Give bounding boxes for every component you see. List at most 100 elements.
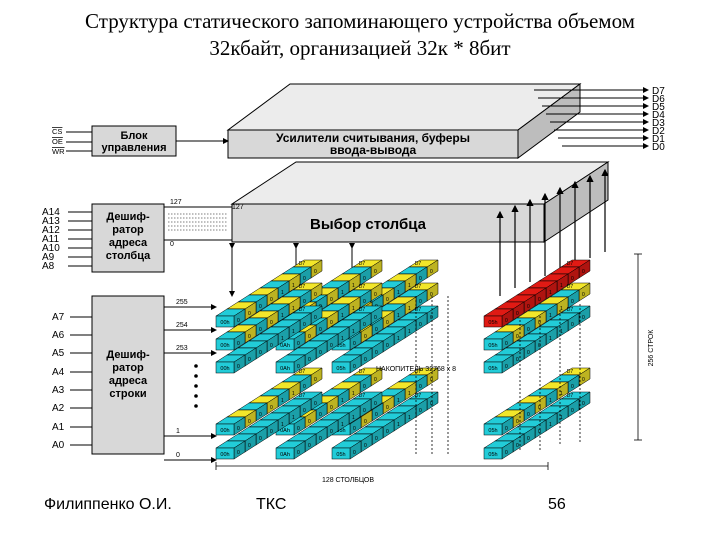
stack-r4-c1-cell-3-bit: 0 xyxy=(330,429,333,435)
row-decoder-line-3: адреса xyxy=(109,375,148,387)
stack-r2-c0-cell-2-bit: 0 xyxy=(259,350,262,356)
stack-r4-c1-cell-6-bit: 0 xyxy=(363,408,366,414)
stack-r3-c1-cell-4-bit: 1 xyxy=(341,398,344,404)
stack-r1-c3-cell-6-bit: 0 xyxy=(571,299,574,305)
stack-r2-c1-top-bit: D7 xyxy=(359,307,366,313)
row-decoder-line-2: ратор xyxy=(112,362,144,374)
stack-r4-c3-top-bit: D7 xyxy=(567,393,574,399)
stack-r0-c0-cell-0-value: 00h xyxy=(220,320,229,326)
stack-r3-c3-top-bit: D7 xyxy=(567,369,574,375)
column-select-block: Выбор столбца 127 xyxy=(230,161,610,243)
stack-r3-c3-cell-5-bit: 1 xyxy=(560,391,563,397)
stack-r0-c2-cell-7-bit: 0 xyxy=(430,269,433,275)
stack-r3-c1-cell-6-bit: 0 xyxy=(363,384,366,390)
stack-r0-c1-cell-7-bit: 0 xyxy=(374,269,377,275)
stack-r0-c0-cell-4-bit: 1 xyxy=(281,290,284,296)
stack-r4-c2-cell-0-bit: 0 xyxy=(353,450,356,456)
row-line-1-label: 1 xyxy=(176,428,180,435)
col-addr-a13: A13 xyxy=(42,216,60,227)
stack-r3-c0-cell-0-value: 00h xyxy=(220,428,229,434)
stack-r1-c1-cell-6-bit: 0 xyxy=(363,299,366,305)
row-addr-a4: A4 xyxy=(52,367,65,378)
stack-r3-c1-cell-0-value: 0Ah xyxy=(280,428,290,434)
row-line-253-label: 253 xyxy=(176,345,188,352)
stack-r1-c1-cell-5-bit: 1 xyxy=(352,306,355,312)
row-addr-a0: A0 xyxy=(52,440,65,451)
stack-r1-c0-cell-0-value: 00h xyxy=(220,343,229,349)
data-line-d6-label: D6 xyxy=(652,94,665,105)
columns-dimension: 128 СТОЛБЦОВ xyxy=(215,462,549,484)
stack-r2-c3-cell-2-bit: 0 xyxy=(527,350,530,356)
col-addr-a10: A10 xyxy=(42,243,60,254)
stack-r3-c0-cell-4-bit: 1 xyxy=(281,398,284,404)
stack-r1-c1-cell-1-bit: 0 xyxy=(308,334,311,340)
data-line-d5: D5 xyxy=(542,102,665,113)
stack-r2-c2-cell-1-bit: 0 xyxy=(364,357,367,363)
row-decoder-block xyxy=(91,295,165,455)
data-line-d6: D6 xyxy=(538,94,665,105)
stack-r2-c1-cell-0-value: 0Ah xyxy=(280,366,290,372)
stack-r3-c2-cell-3-bit: 0 xyxy=(386,405,389,411)
stack-r0-c3-cell-0-value: 05h xyxy=(488,320,497,326)
control-unit: CS OE WR Блок управления xyxy=(52,125,229,157)
stack-r2-c2-cell-0-bit: 0 xyxy=(353,364,356,370)
stack-r4-c3-cell-3-bit: 0 xyxy=(538,429,541,435)
stack-r3-c3-cell-0-value: 05h xyxy=(488,428,497,434)
stack-r3-c0-cell-6-bit: 0 xyxy=(303,384,306,390)
stack-r1-c0-cell-2-bit: 0 xyxy=(259,327,262,333)
stack-r3-c2-cell-2-bit: 0 xyxy=(375,412,378,418)
stack-r4-c3-cell-0-bit: 0 xyxy=(505,450,508,456)
signal-oe: OE xyxy=(52,137,63,146)
stack-r1-c2-cell-6-bit: 0 xyxy=(419,299,422,305)
stack-r0-c0-cell-3-bit: 0 xyxy=(270,297,273,303)
column-select-label: Выбор столбца xyxy=(310,216,427,233)
column-select-top-face xyxy=(230,161,610,205)
stack-r2-c3-cell-5-bit: 1 xyxy=(560,329,563,335)
selected-row-output-arrows xyxy=(496,168,609,296)
stack-r4-c1-cell-7-bit: 0 xyxy=(374,401,377,407)
stack-r1-c3-top-bit: D7 xyxy=(567,284,574,290)
stack-r3-c2-cell-7-bit: 0 xyxy=(430,377,433,383)
stack-r0-c1-cell-3-bit: 0 xyxy=(330,297,333,303)
column-select-front-face xyxy=(231,203,545,243)
stack-r0-c0-cell-5-bit: 1 xyxy=(292,283,295,289)
stack-r4-c3-cell-2-bit: 0 xyxy=(527,436,530,442)
stack-r3-c0-cell-3-bit: 0 xyxy=(270,405,273,411)
stack-r1-c3-cell-0-bit: 0 xyxy=(505,341,508,347)
stack-r4-c0-cell-2-bit: 0 xyxy=(259,436,262,442)
data-line-d2: D2 xyxy=(554,126,665,137)
stack-r0-c0-top-bit: D7 xyxy=(299,261,306,267)
stack-r3-c3-cell-2-bit: 0 xyxy=(527,412,530,418)
footer-subject: ТКС xyxy=(256,496,287,513)
stack-r3-c2-cell-0-bit: 0 xyxy=(353,426,356,432)
stack-r3-c3-cell-7-bit: 0 xyxy=(582,377,585,383)
row-addr-a1: A1 xyxy=(52,422,65,433)
stack-r2-c0-top-bit: D7 xyxy=(299,307,306,313)
stack-r4-c2-top-bit: D7 xyxy=(415,393,422,399)
control-block xyxy=(91,125,177,157)
data-line-d0: D0 xyxy=(562,142,665,153)
stack-r2-c0-cell-7-bit: 0 xyxy=(314,315,317,321)
stack-r0-c2-cell-3-bit: 0 xyxy=(386,297,389,303)
stack-r3-c1-cell-3-bit: 0 xyxy=(330,405,333,411)
stack-r0-c3-top-bit: D7 xyxy=(567,261,574,267)
stack-r4-c3-cell-7-bit: 0 xyxy=(582,401,585,407)
stack-r4-c0-cell-5-bit: 1 xyxy=(292,415,295,421)
slide-title: Структура статического запоминающего уст… xyxy=(0,8,720,62)
stack-r2-c3-top-bit: D7 xyxy=(567,307,574,313)
stack-r4-c0-cell-0-value: 00h xyxy=(220,452,229,458)
stack-r3-c2-cell-4-bit: 1 xyxy=(397,398,400,404)
row-ellipsis-dots xyxy=(194,364,198,408)
stack-r2-c0-cell-0-bit: 0 xyxy=(237,364,240,370)
stack-r2-c3-cell-3-bit: 0 xyxy=(538,343,541,349)
stack-r1-c0-cell-7-bit: 0 xyxy=(314,292,317,298)
